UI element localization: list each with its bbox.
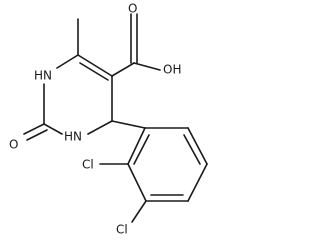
label-ring-carbonyl-o: O [9,138,18,152]
carboxylic-acid-group: O OH [111,2,181,77]
bond-n3-c4 [87,120,113,135]
bond-ar1-ar2 [127,127,146,165]
bond-ar2-ar3 [127,163,147,202]
bond-ccooh-oh [133,62,161,71]
bond-c6-c5-a [77,54,113,77]
label-nh-top: HN [34,69,52,83]
bond-c5-ccooh [111,62,135,77]
label-hydroxyl: OH [163,63,181,77]
bond-ar5-ar6 [187,127,208,165]
label-carbonyl-o-acid: O [128,2,137,16]
bond-c2-o-b [26,129,48,141]
bond-ar4-ar5 [187,163,208,202]
bond-c6-n1 [56,54,79,69]
label-cl-upper: Cl [82,158,94,172]
bond-aromatic-inner-c [183,134,201,165]
bond-c2-o-a [23,123,45,135]
pyrimidinone-ring: HN HN O [9,18,113,152]
dichlorophenyl-ring: Cl Cl [82,120,208,237]
label-nh-bottom: HN [64,130,82,144]
label-cl-lower: Cl [116,223,128,237]
bond-ar3-cl [131,200,147,223]
bond-c4-aryl [111,120,146,129]
structure-diagram: O OH HN HN O Cl Cl [9,2,208,237]
bond-aromatic-inner-a [133,134,150,165]
bond-c6-c5-b [79,62,109,81]
bond-c2-n3 [43,123,63,135]
